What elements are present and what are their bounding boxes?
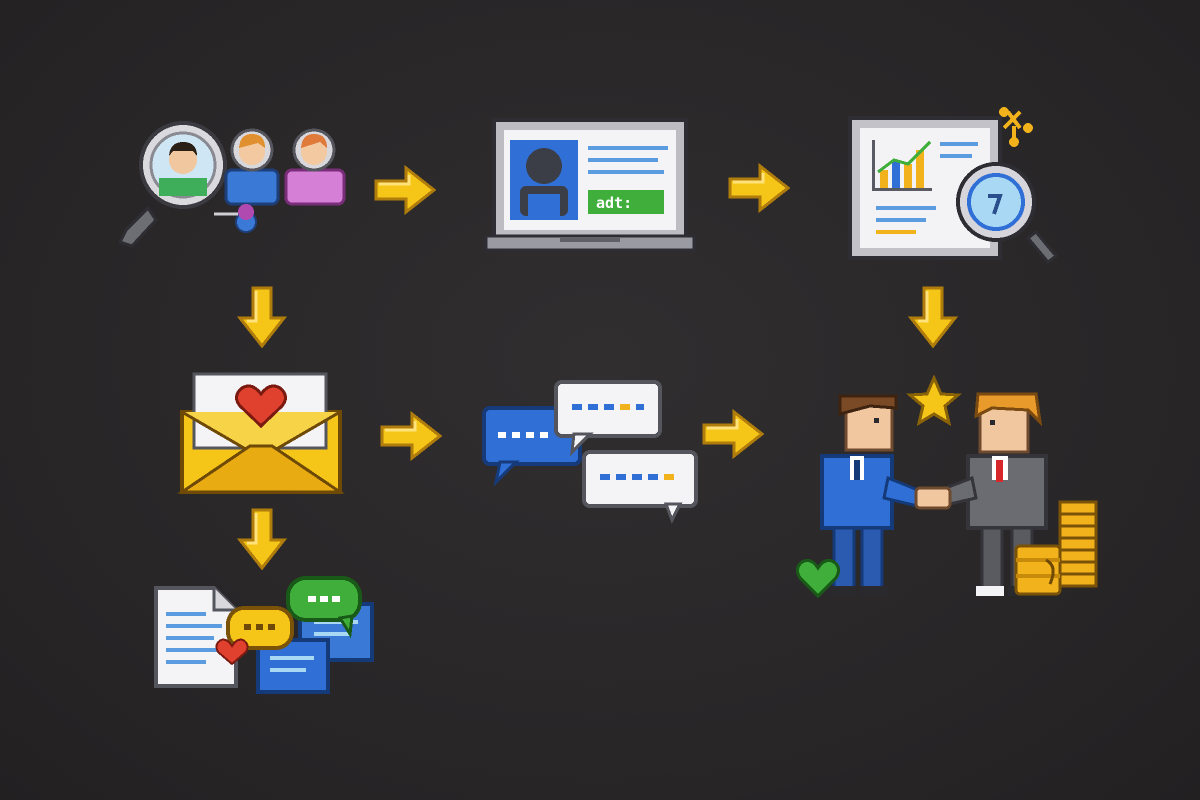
chart-magnifier-icon — [848, 107, 1059, 265]
chat-bubbles-icon — [482, 380, 698, 524]
arrow-down-1 — [238, 286, 286, 348]
star-icon — [906, 374, 962, 427]
magnifier-people-icon — [117, 121, 346, 248]
handshake-icon — [795, 374, 1098, 599]
arrow-down-2 — [909, 286, 957, 348]
heart-envelope-icon — [177, 372, 345, 494]
document-chat-icon — [154, 576, 374, 694]
arrow-right-3 — [380, 412, 442, 460]
coin-stack-icon — [1014, 500, 1098, 596]
arrow-right-2 — [728, 164, 790, 212]
arrow-right-1 — [374, 166, 436, 214]
laptop-profile-icon: adt: — [484, 118, 696, 252]
profile-action-button-text: adt: — [596, 194, 632, 212]
arrow-down-3 — [238, 508, 286, 570]
green-heart-icon — [795, 559, 841, 599]
arrow-right-4 — [702, 410, 764, 458]
